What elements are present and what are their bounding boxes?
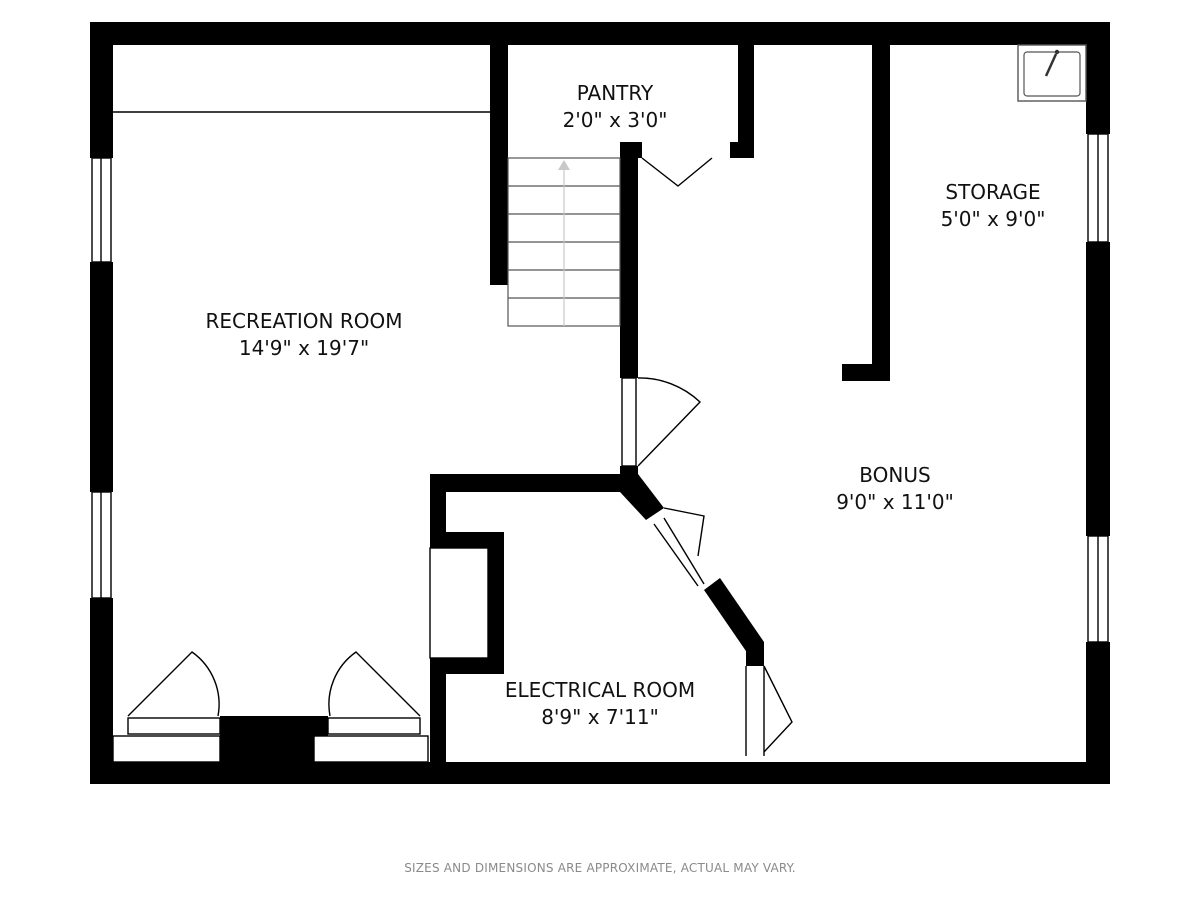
disclaimer-text: SIZES AND DIMENSIONS ARE APPROXIMATE, AC… — [404, 861, 796, 875]
interior-walls — [113, 45, 890, 784]
room-storage: STORAGE 5'0" x 9'0" — [941, 180, 1046, 231]
window-icon — [91, 133, 1109, 643]
sink-icon — [1017, 44, 1087, 102]
outer-walls — [90, 22, 1110, 784]
room-electrical: ELECTRICAL ROOM 8'9" x 7'11" — [505, 678, 695, 729]
room-size: 8'9" x 7'11" — [541, 705, 659, 729]
room-size: 2'0" x 3'0" — [563, 108, 668, 132]
chase-box — [429, 547, 489, 659]
room-name: BONUS — [859, 463, 930, 487]
room-recreation: RECREATION ROOM 14'9" x 19'7" — [206, 309, 403, 360]
room-name: ELECTRICAL ROOM — [505, 678, 695, 702]
room-bonus: BONUS 9'0" x 11'0" — [836, 463, 954, 514]
room-size: 9'0" x 11'0" — [836, 490, 954, 514]
stair-arrow-icon — [558, 160, 570, 326]
room-name: STORAGE — [945, 180, 1040, 204]
room-name: PANTRY — [577, 81, 654, 105]
room-pantry: PANTRY 2'0" x 3'0" — [563, 81, 668, 132]
door-swing-icon — [112, 157, 793, 763]
room-size: 5'0" x 9'0" — [941, 207, 1046, 231]
room-name: RECREATION ROOM — [206, 309, 403, 333]
room-size: 14'9" x 19'7" — [239, 336, 369, 360]
